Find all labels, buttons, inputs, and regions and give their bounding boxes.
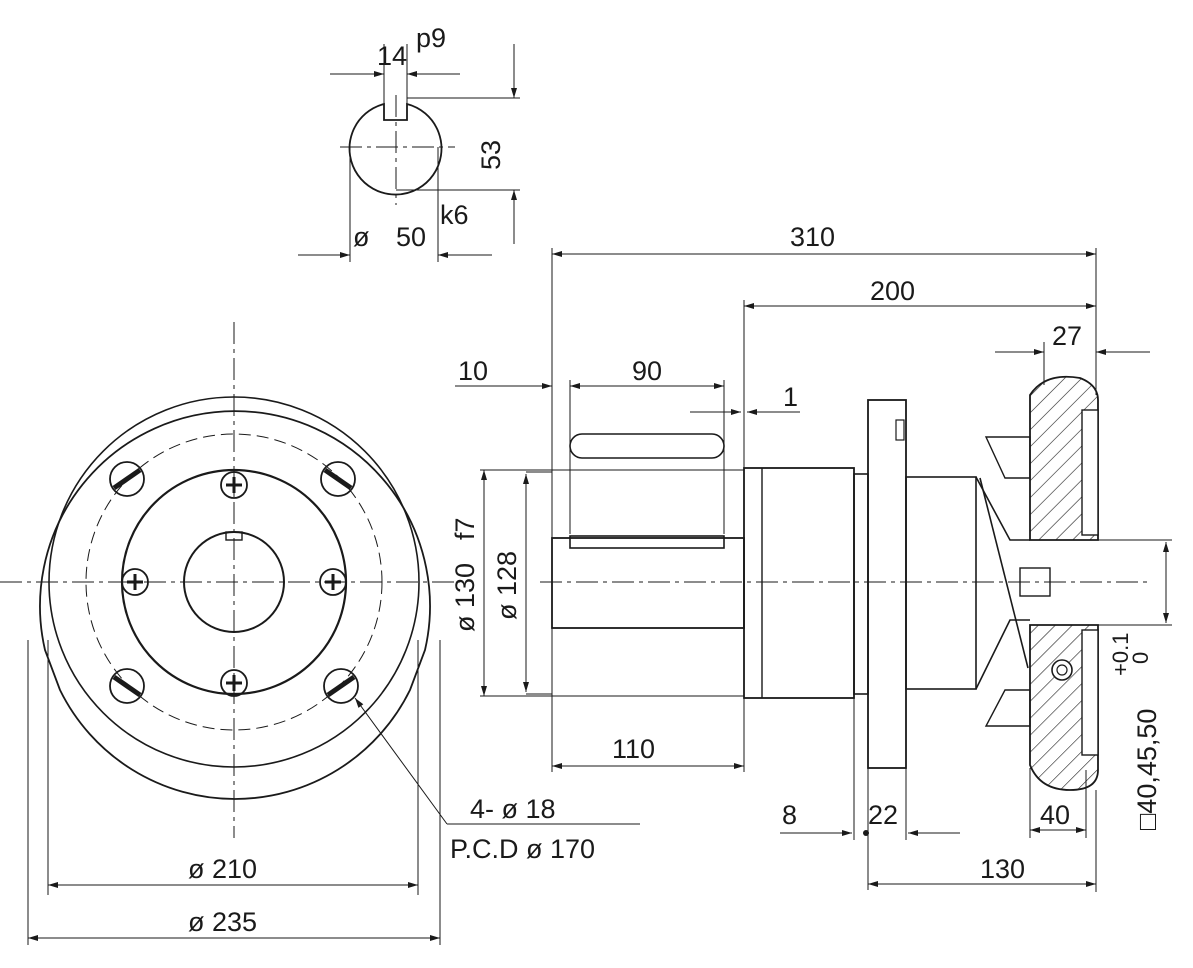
shaft-section bbox=[298, 44, 520, 262]
key-offset-label: 10 bbox=[458, 356, 488, 386]
diameter-symbol: ø bbox=[353, 222, 370, 252]
keyway-tolerance-label: p9 bbox=[416, 23, 446, 53]
gap-label: 1 bbox=[783, 382, 798, 412]
output-bore-label: □40,45,50 bbox=[1132, 709, 1162, 830]
dim-40-label: 40 bbox=[1040, 800, 1070, 830]
bore-tolerance-lower: 0 bbox=[1128, 652, 1153, 664]
slotted-bolt-icon bbox=[109, 461, 145, 497]
overall-length-label: 310 bbox=[790, 222, 835, 252]
phillips-screw-icon bbox=[121, 568, 149, 596]
flange-width-label: 27 bbox=[1052, 321, 1082, 351]
inner-diameter-label: ø 210 bbox=[188, 854, 257, 884]
shaft-length-label: 110 bbox=[612, 734, 655, 764]
keyway-width-label: 14 bbox=[377, 41, 407, 71]
phillips-screw-icon bbox=[220, 471, 248, 499]
dim-8-label: 8 bbox=[782, 800, 797, 830]
side-view bbox=[455, 248, 1172, 892]
dim-22-label: 22 bbox=[868, 800, 898, 830]
slotted-bolt-icon bbox=[323, 668, 359, 704]
key-length-label: 90 bbox=[632, 356, 662, 386]
dimension-labels: 14 p9 53 ø 50 k6 310 200 27 10 90 1 ø 13… bbox=[188, 23, 1162, 937]
key-height-label: 53 bbox=[476, 140, 506, 170]
shaft-tolerance-label: k6 bbox=[440, 200, 469, 230]
phillips-screw-icon bbox=[220, 669, 248, 697]
pilot-tolerance-label: f7 bbox=[450, 517, 480, 540]
pilot-diameter-label: ø 130 bbox=[450, 563, 480, 632]
shaft-diameter-label: 50 bbox=[396, 222, 426, 252]
outer-diameter-label: ø 235 bbox=[188, 907, 257, 937]
dim-130-label: 130 bbox=[980, 854, 1025, 884]
slotted-bolt-icon bbox=[109, 668, 145, 704]
bore-tolerance-upper: +0.1 bbox=[1108, 633, 1133, 676]
body-length-label: 200 bbox=[870, 276, 915, 306]
shaft-body-diameter-label: ø 128 bbox=[492, 551, 522, 620]
phillips-screw-icon bbox=[319, 568, 347, 596]
mounting-holes-label: 4- ø 18 bbox=[470, 794, 556, 824]
pcd-label: P.C.D ø 170 bbox=[450, 834, 595, 864]
front-view bbox=[0, 322, 640, 945]
slotted-bolt-icon bbox=[320, 461, 356, 497]
